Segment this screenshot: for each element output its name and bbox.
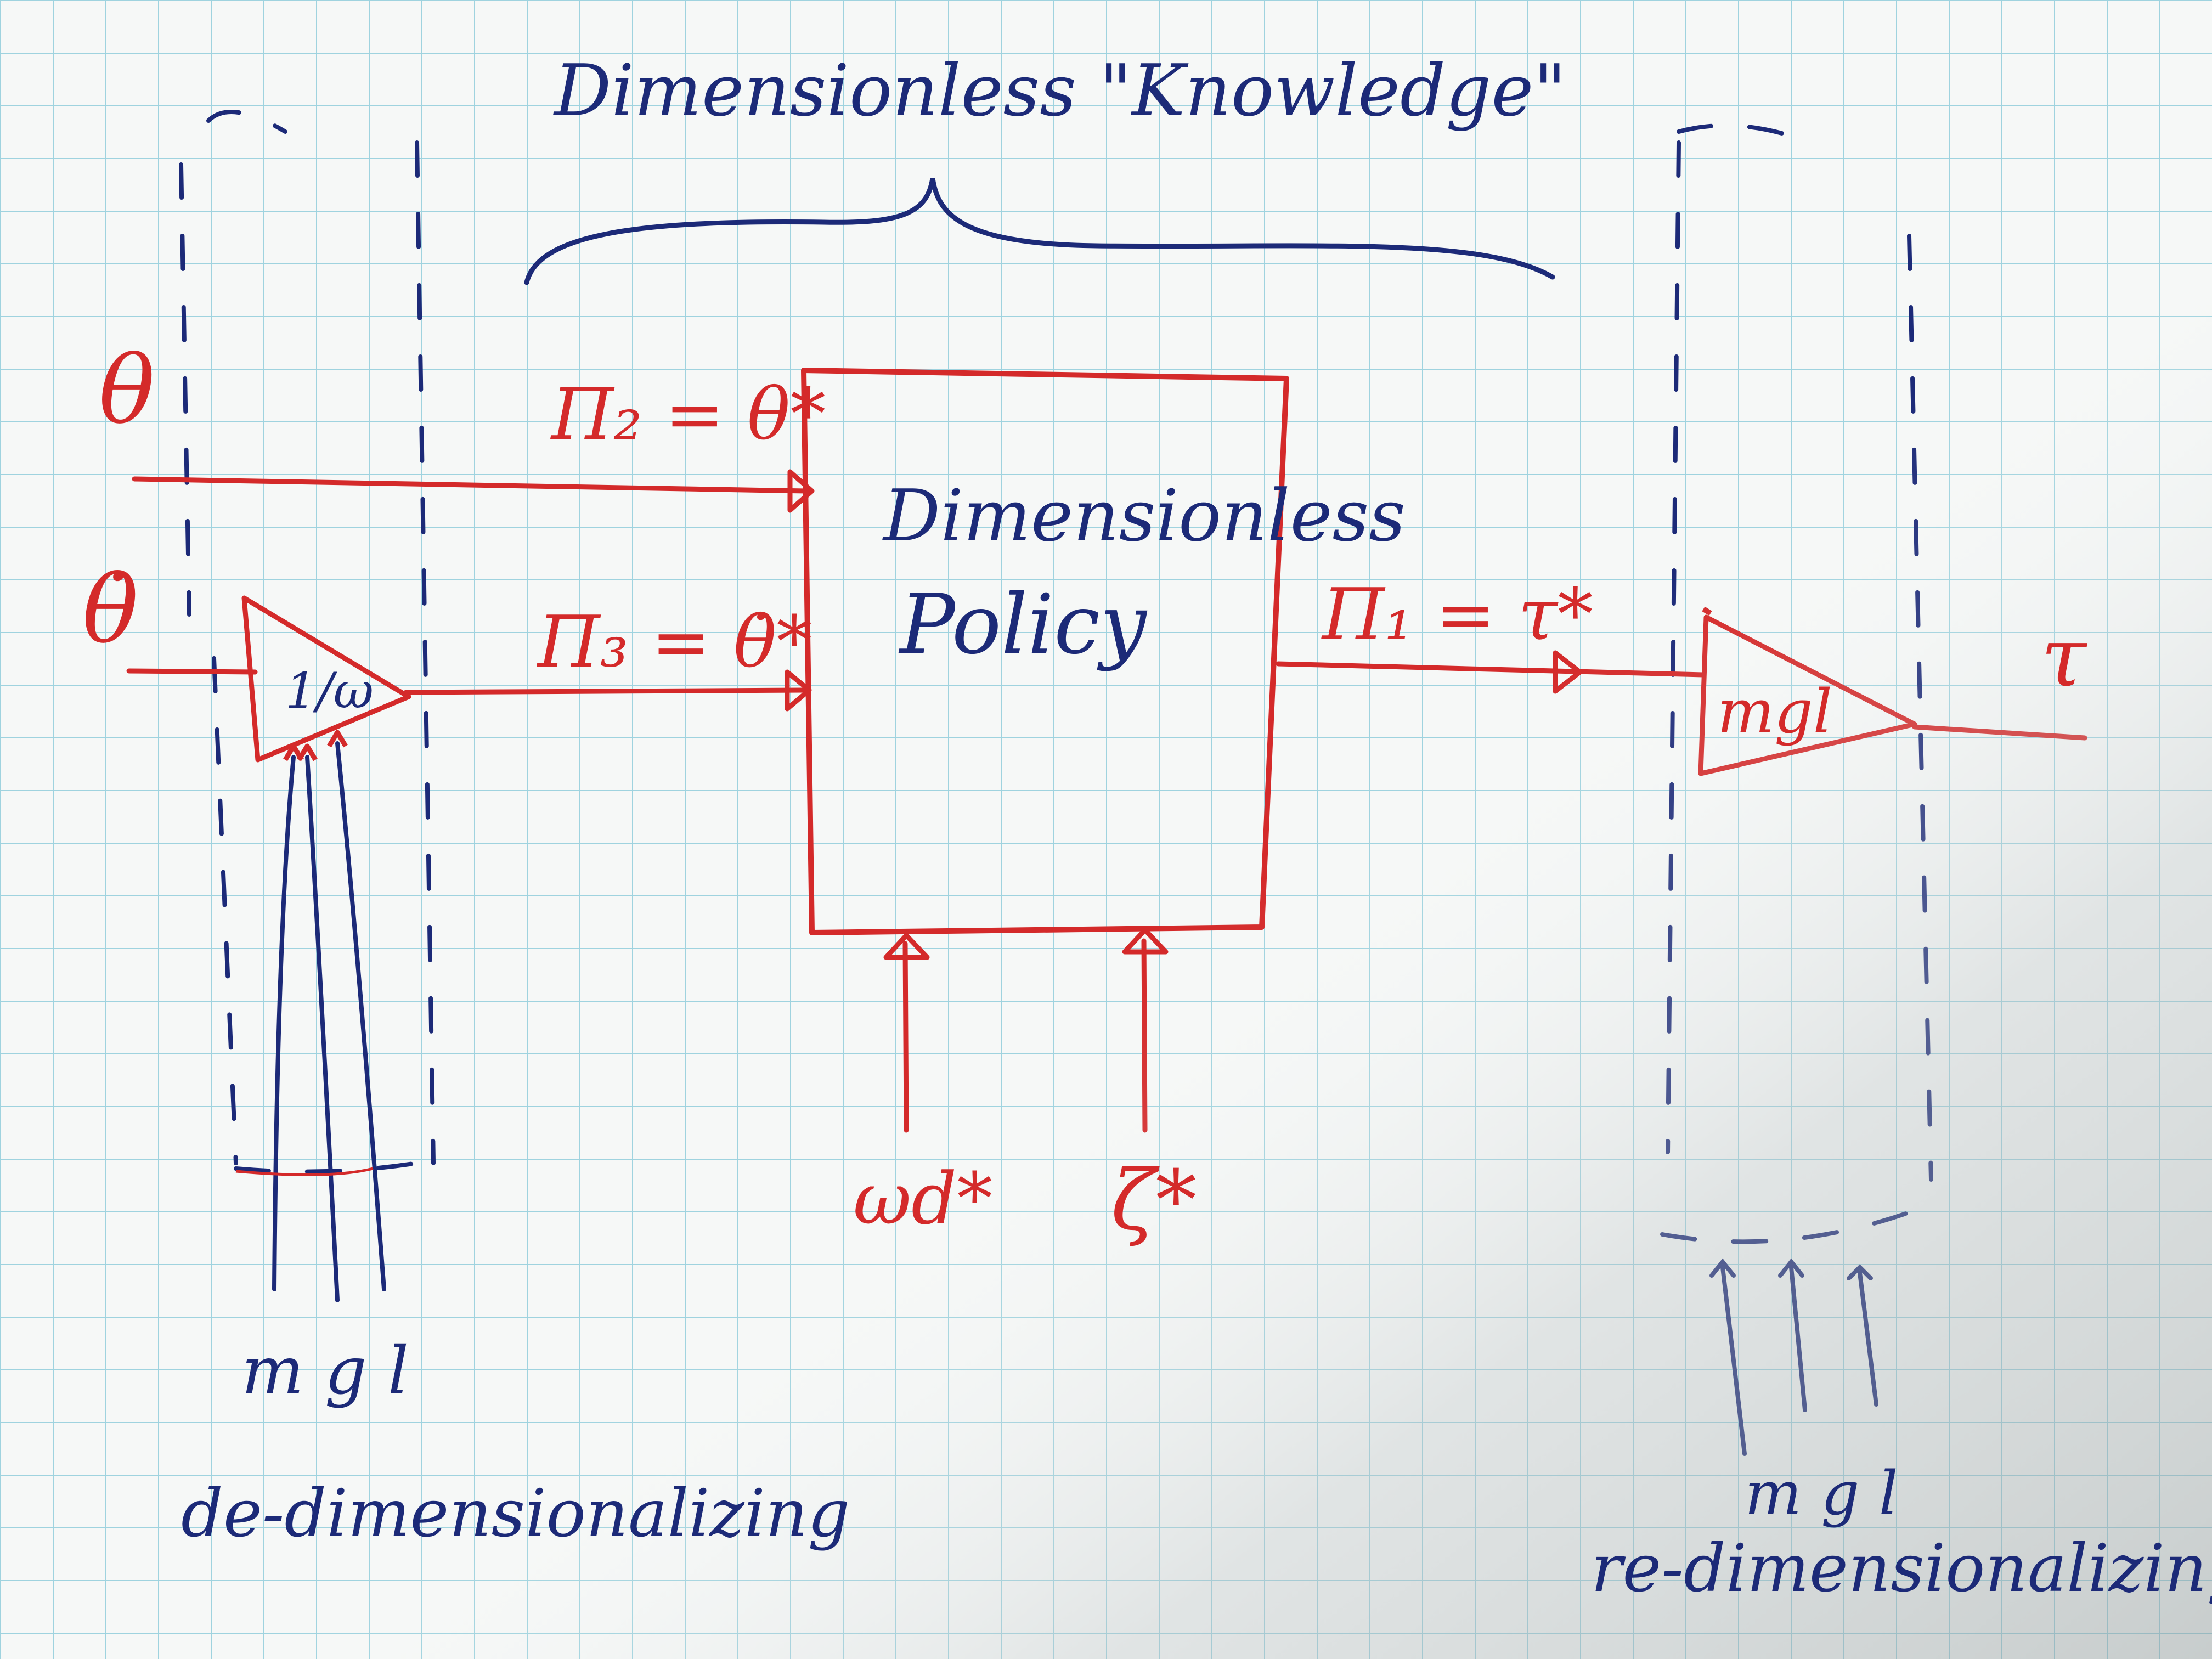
de-dimensionalizing-caption: de-dimensionalizing [181, 1476, 850, 1552]
re-dimensionalizing-caption: re-dimensionalizing [1591, 1531, 2212, 1607]
pi1-label: Π₁ = τ* [1321, 573, 1593, 656]
params-left-label: m g l [241, 1333, 409, 1409]
gain-left-label: 1/ω [285, 662, 374, 720]
pi2-label: Π₂ = θ* [550, 373, 826, 456]
pi3-label: Π₃ = θ̇* [537, 600, 812, 684]
params-right-label: m g l [1745, 1458, 1898, 1528]
dimensionless-knowledge-title: Dimensionless "Knowledge" [553, 49, 1566, 132]
gain-right-label: mgl [1717, 676, 1832, 747]
zeta-label: ζ* [1111, 1153, 1197, 1249]
omega-d-label: ωd* [853, 1157, 992, 1240]
policy-title-line1: Dimensionless [882, 474, 1406, 557]
output-tau-label: τ [2041, 610, 2087, 706]
policy-title-line2: Policy [898, 577, 1148, 673]
theta-input-label: θ [99, 336, 155, 445]
theta-dot-input-label: θ̇ [82, 556, 138, 664]
